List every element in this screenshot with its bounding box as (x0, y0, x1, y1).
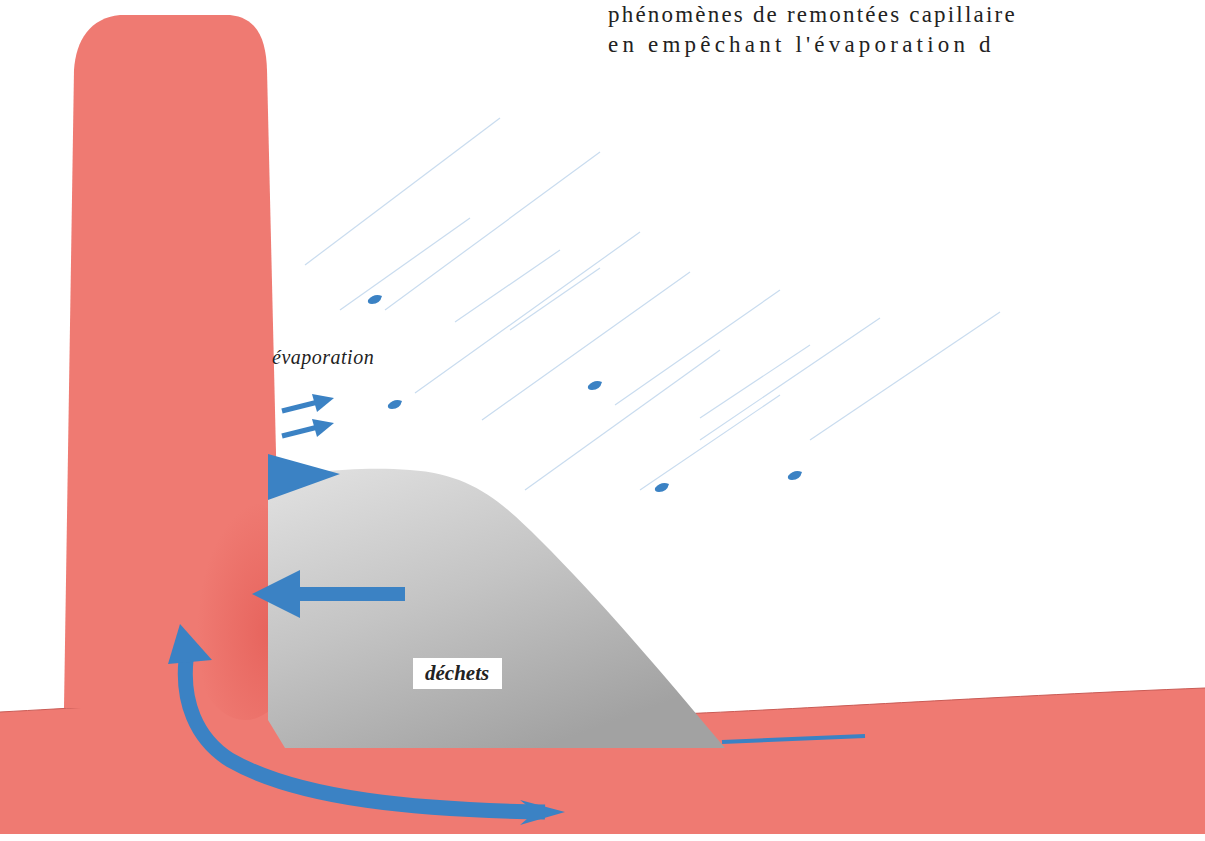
process-label: évaporation (272, 346, 374, 369)
rain-drops (368, 295, 802, 492)
evaporation-arrows (282, 394, 334, 437)
capillary-arrow (168, 624, 565, 825)
node-text: déchets (425, 661, 490, 686)
rain-lines (305, 118, 1000, 490)
heading-text: en empêchant l'évaporation d (608, 32, 995, 58)
heading-text: phénomènes de remontées capillaire (608, 2, 1017, 28)
waste-pile (268, 469, 725, 748)
lateral-arrow (252, 570, 405, 618)
runoff-line (722, 736, 865, 742)
label-box: déchets (413, 658, 502, 689)
infiltration-wedge (268, 454, 340, 500)
